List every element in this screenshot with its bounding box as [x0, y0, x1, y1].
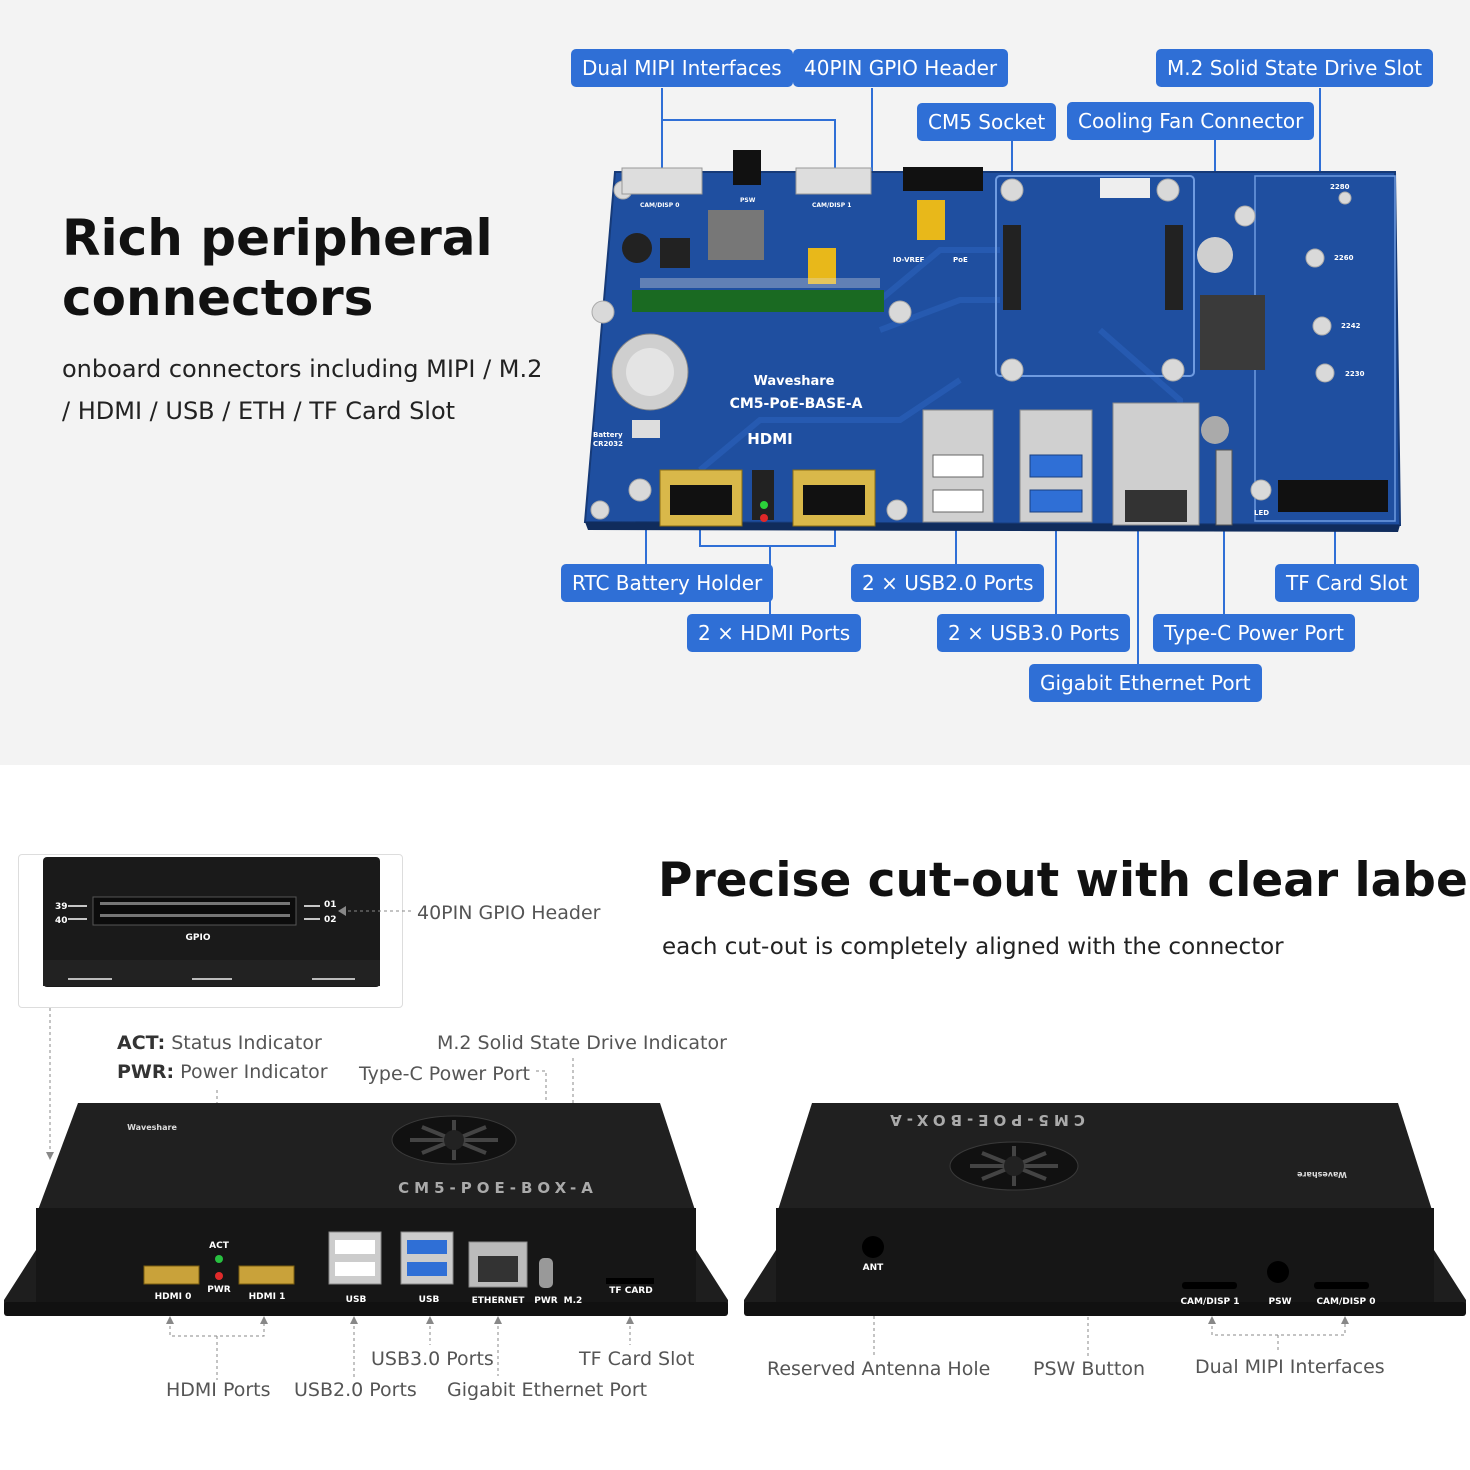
- callout-ethernet: Gigabit Ethernet Port: [1029, 664, 1262, 702]
- callout-cooling-fan: Cooling Fan Connector: [1067, 102, 1315, 140]
- back-port-cam1: CAM/DISP 1: [1180, 1297, 1239, 1307]
- board-cam1-text: CAM/DISP 1: [812, 202, 851, 209]
- board-brand-text: Waveshare: [754, 374, 835, 389]
- m2-size-2280: 2280: [1330, 183, 1350, 191]
- back-callout-antenna: Reserved Antenna Hole: [767, 1358, 991, 1380]
- top-subtitle: onboard connectors including MIPI / M.2 …: [62, 348, 542, 432]
- m2-size-2260: 2260: [1334, 254, 1354, 262]
- back-callout-psw: PSW Button: [1033, 1358, 1145, 1380]
- act-desc: Status Indicator: [171, 1032, 322, 1054]
- front-port-hdmi0: HDMI 0: [155, 1292, 192, 1302]
- front-port-usb3: USB: [419, 1295, 440, 1305]
- pwr-desc: Power Indicator: [180, 1061, 328, 1083]
- callout-usb2: 2 × USB2.0 Ports: [851, 564, 1045, 602]
- gpio-pin-39: 39: [55, 902, 68, 912]
- callout-hdmi: 2 × HDMI Ports: [687, 614, 862, 652]
- board-psw-text: PSW: [740, 197, 756, 204]
- front-callout-usb3: USB3.0 Ports: [371, 1348, 494, 1370]
- front-callout-hdmi: HDMI Ports: [166, 1379, 271, 1401]
- board-model-text: CM5-PoE-BASE-A: [730, 396, 863, 412]
- board-battery-text: Battery: [593, 431, 623, 439]
- front-port-hdmi1: HDMI 1: [249, 1292, 286, 1302]
- heading-precise-cutout: Precise cut-out with clear label: [658, 853, 1470, 908]
- top-subtitle-line-1: onboard connectors including MIPI / M.2: [62, 355, 543, 383]
- pwr-key: PWR:: [117, 1061, 175, 1083]
- callout-cm5-socket: CM5 Socket: [917, 103, 1057, 141]
- board-hdmi-logo: HDMI: [747, 430, 793, 448]
- board-cam0-text: CAM/DISP 0: [640, 202, 679, 209]
- board-iovref-text: IO-VREF: [893, 256, 925, 264]
- heading-rich-peripheral: Rich peripheral connectors: [62, 208, 493, 328]
- board-poe-text: PoE: [953, 256, 968, 264]
- act-indicator-label: ACT: Status Indicator: [117, 1032, 322, 1054]
- back-box-model-text: CM5-POE-BOX-A: [885, 1111, 1085, 1129]
- m2-size-2242: 2242: [1341, 322, 1361, 330]
- front-port-pwr: PWR: [207, 1285, 231, 1295]
- callout-dual-mipi: Dual MIPI Interfaces: [571, 49, 793, 87]
- gpio-inset-label: 40PIN GPIO Header: [417, 902, 601, 924]
- front-callout-usb2: USB2.0 Ports: [294, 1379, 417, 1401]
- front-callout-ethernet: Gigabit Ethernet Port: [447, 1379, 648, 1401]
- heading-line-1: Rich peripheral: [62, 209, 493, 267]
- front-box-brand: Waveshare: [127, 1123, 177, 1132]
- pwr-indicator-label: PWR: Power Indicator: [117, 1061, 328, 1083]
- board-led-text: LED: [1254, 509, 1269, 517]
- front-port-act: ACT: [209, 1241, 230, 1251]
- callout-m2-slot: M.2 Solid State Drive Slot: [1156, 49, 1434, 87]
- bottom-subtitle: each cut-out is completely aligned with …: [662, 934, 1284, 960]
- callout-usb3: 2 × USB3.0 Ports: [937, 614, 1131, 652]
- back-box-brand: Waveshare: [1297, 1170, 1347, 1179]
- front-port-usb2: USB: [346, 1295, 367, 1305]
- front-port-tf-card: TF CARD: [609, 1286, 652, 1296]
- top-subtitle-line-2: / HDMI / USB / ETH / TF Card Slot: [62, 397, 456, 425]
- front-port-typec-pwr: PWR: [534, 1296, 558, 1306]
- gpio-pin-01: 01: [324, 900, 337, 910]
- back-port-ant: ANT: [863, 1263, 884, 1273]
- pcb-board-illustration: Waveshare CM5-PoE-BASE-A HDMI Battery CR…: [583, 88, 1402, 664]
- front-port-m2: M.2: [564, 1296, 583, 1306]
- gpio-pin-40: 40: [55, 916, 68, 926]
- front-callout-tf: TF Card Slot: [579, 1348, 695, 1370]
- callout-gpio-header: 40PIN GPIO Header: [793, 49, 1009, 87]
- board-battery-type: CR2032: [593, 440, 623, 448]
- m2-size-2230: 2230: [1345, 370, 1365, 378]
- back-callout-mipi: Dual MIPI Interfaces: [1195, 1356, 1385, 1378]
- callout-rtc-battery: RTC Battery Holder: [561, 564, 774, 602]
- typec-indicator-label: Type-C Power Port: [359, 1063, 530, 1085]
- front-port-ethernet: ETHERNET: [472, 1296, 526, 1306]
- callout-typec: Type-C Power Port: [1153, 614, 1355, 652]
- back-port-psw: PSW: [1268, 1297, 1291, 1307]
- heading-line-2: connectors: [62, 269, 374, 327]
- act-key: ACT:: [117, 1032, 166, 1054]
- m2-indicator-label: M.2 Solid State Drive Indicator: [437, 1032, 727, 1054]
- front-box-model-text: CM5-POE-BOX-A: [398, 1179, 598, 1197]
- back-port-cam0: CAM/DISP 0: [1316, 1297, 1375, 1307]
- gpio-pin-02: 02: [324, 915, 337, 925]
- gpio-text: GPIO: [186, 933, 211, 943]
- callout-tf-slot: TF Card Slot: [1275, 564, 1419, 602]
